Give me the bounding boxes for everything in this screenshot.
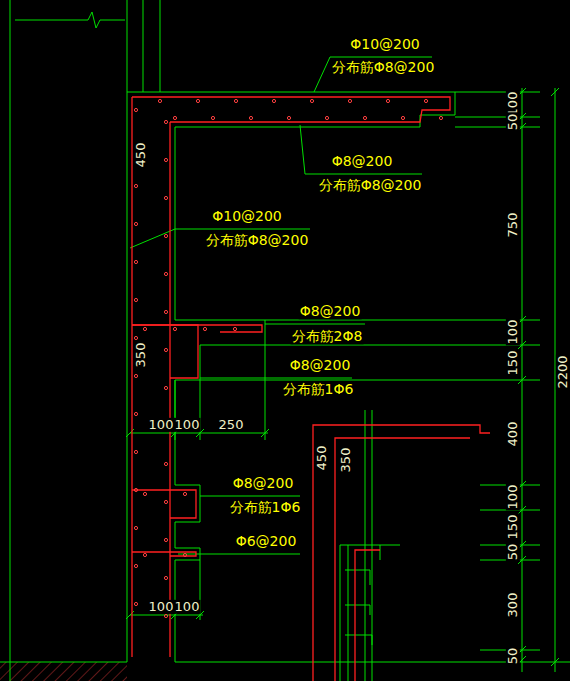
dimension-text: 100	[148, 418, 175, 432]
dimension-text: 100	[148, 600, 175, 614]
rebar-note: 分布筋1Φ6	[282, 382, 355, 397]
rebar-note: Φ6@200	[235, 534, 298, 549]
rebar-note: Φ8@200	[331, 154, 394, 169]
dimension-text: 100	[506, 484, 520, 511]
dimension-text: 100	[174, 418, 201, 432]
dimension-text: 400	[506, 421, 520, 448]
rebar-note: Φ8@200	[232, 476, 295, 491]
dimension-text: 50	[506, 113, 520, 132]
dimension-ticks	[126, 88, 559, 666]
rebar-note: 分布筋Φ8@200	[205, 233, 310, 248]
dimension-text: 150	[506, 514, 520, 541]
dimension-text: 450	[134, 142, 148, 169]
dimension-text: 300	[506, 592, 520, 619]
dimension-text: 50	[506, 647, 520, 666]
rebar-note: 分布筋1Φ6	[229, 500, 302, 515]
rebar-note: Φ8@200	[289, 358, 352, 373]
rebar-note: Φ10@200	[211, 209, 283, 224]
dimension-text: 150	[506, 350, 520, 377]
rebar-note: 分布筋Φ8@200	[318, 178, 423, 193]
ground-hatch	[0, 662, 127, 681]
dimension-text: 250	[218, 418, 245, 432]
dimension-text: 100	[174, 600, 201, 614]
rebar-note: Φ8@200	[299, 304, 362, 319]
rebar-note: 分布筋2Φ8	[291, 329, 364, 344]
dimension-text: 50	[506, 543, 520, 562]
dimension-text: 750	[506, 212, 520, 239]
dimension-text: 100	[506, 319, 520, 346]
dimension-text: 350	[339, 447, 353, 474]
dimension-text: 450	[315, 445, 329, 472]
rebar	[132, 97, 490, 681]
distribution-bars	[134, 99, 442, 617]
rebar-note: 分布筋Φ8@200	[331, 60, 436, 75]
dimension-text: 350	[134, 342, 148, 369]
rebar-note: Φ10@200	[349, 37, 421, 52]
dimension-text: 2200	[556, 354, 570, 389]
